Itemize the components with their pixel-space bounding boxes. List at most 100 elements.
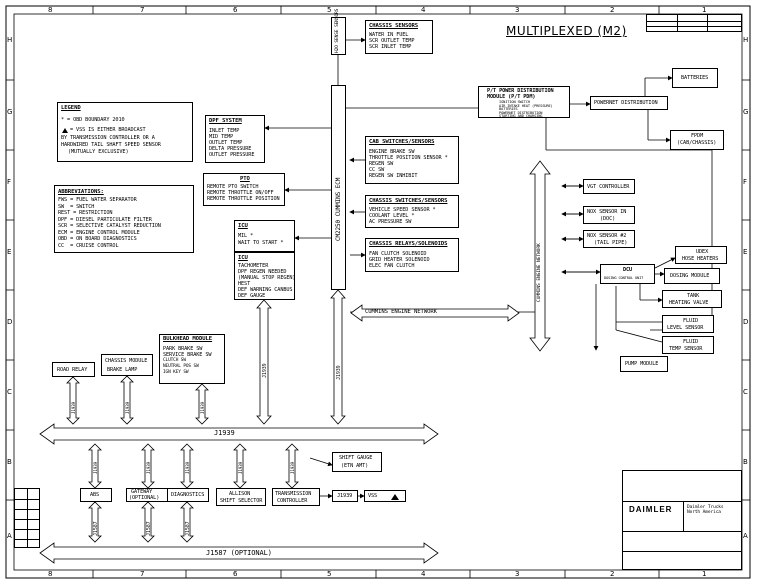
nox-in-label: NOX SENSOR IN	[587, 209, 627, 215]
chassis-sensors-heading: CHASSIS SENSORS	[369, 23, 419, 29]
tank-label: TANK	[687, 293, 700, 299]
pt-pdm-box: P/T POWER DISTRIBUTION MODULE (P/T PDM) …	[478, 86, 570, 118]
row-label: H	[7, 36, 13, 44]
transmission-label: TRANSMISSION	[275, 491, 312, 497]
col-label: 7	[140, 570, 145, 578]
cab-switch-item: CC SW	[369, 167, 385, 173]
fluid-level-box: FLUID LEVEL SENSOR	[662, 315, 714, 333]
pto-item: REMOTE PTO SWITCH	[207, 184, 259, 190]
abbreviation-item: SCR = SELECTIVE CATALYST REDUCTION	[58, 223, 161, 229]
col-label: 5	[327, 570, 332, 578]
abbreviation-item: FWS = FUEL WATER SEPARATOR	[58, 197, 137, 203]
cummins-network-bus	[529, 160, 551, 352]
icu-item: HEST	[238, 281, 251, 287]
notes-table	[14, 488, 40, 548]
legend-box: LEGEND * = OBD BOUNDARY 2010 = VSS IS EI…	[57, 102, 193, 162]
udex-label: UDEX	[696, 249, 709, 255]
row-label: F	[7, 178, 12, 186]
abbreviation-item: DPF = DIESEL PARTICULATE FILTER	[58, 216, 152, 223]
dpf-system-box: DPF SYSTEM INLET TEMP MID TEMP OUTLET TE…	[205, 115, 265, 163]
legend-line: HARDWIRED TAIL SHAFT SPEED SENSOR	[61, 142, 161, 148]
row-label: F	[743, 178, 748, 186]
bulkhead-item: SERVICE BRAKE SW	[163, 352, 212, 358]
col-label: 4	[421, 6, 426, 14]
chassis-relay-item: ELEC FAN CLUTCH	[369, 263, 415, 269]
chassis-relay-item: GRID HEATER SOLENOID	[369, 257, 430, 263]
legend-line: * = OBD BOUNDARY 2010	[61, 117, 125, 123]
j1587-tap-label: J1587	[146, 521, 152, 536]
j1939-tap-label: J1939	[93, 461, 98, 474]
gateway-label: (OPTIONAL)	[129, 495, 160, 501]
chassis-module-label: CHASSIS MODULE	[105, 358, 148, 364]
abbreviations-heading: ABBREVIATIONS:	[58, 189, 104, 195]
chassis-switch-item: COOLANT LEVEL *	[369, 213, 415, 219]
dpf-item: DELTA PRESSURE	[209, 146, 252, 152]
j1939-tap-label: J1939	[262, 363, 268, 378]
j1939-tap-label: J1939	[238, 461, 243, 474]
icu-item: TACHOMETER	[238, 263, 269, 269]
pt-pdm-item: STARTING AND CHARGING	[499, 114, 543, 118]
icu-item: (MANUAL STOP REGEN)	[238, 275, 296, 281]
cab-switch-item: REGEN SW INHIBIT	[369, 173, 418, 179]
pump-label: PUMP MODULE	[625, 361, 659, 367]
row-label: E	[7, 248, 12, 256]
row-label: D	[7, 318, 13, 326]
cab-switch-item: REGEN SW	[369, 161, 394, 167]
legend-line: BY TRANSMISSION CONTROLLER OR A	[61, 135, 155, 141]
fluid-level-label: FLUID	[683, 318, 699, 324]
diagnostics-box: DIAGNOSTICS	[167, 488, 209, 502]
fluid-temp-label: TEMP SENSOR	[669, 346, 703, 352]
col-label: 6	[233, 6, 238, 14]
col-label: 8	[48, 570, 53, 578]
cab-switches-box: CAB SWITCHES/SENSORS ENGINE BRAKE SW THR…	[365, 136, 459, 184]
row-label: B	[7, 458, 12, 466]
cab-switches-heading: CAB SWITCHES/SENSORS	[369, 139, 435, 145]
vss-link-box: J1939	[332, 490, 358, 502]
batteries-label: BATTERIES	[681, 75, 709, 81]
bulkhead-item: CLUTCH SW	[163, 358, 186, 363]
row-label: A	[7, 532, 12, 540]
chassis-switches-heading: CHASSIS SWITCHES/SENSORS	[369, 198, 448, 204]
dpf-item: MID TEMP	[209, 134, 234, 140]
fpdm-label: (CAB/CHASSIS)	[677, 140, 717, 146]
chassis-relay-item: FAN CLUTCH SOLENOID	[369, 251, 427, 257]
chassis-relays-heading: CHASSIS RELAYS/SOLENOIDS	[369, 241, 448, 247]
j1587-bus-label: J1587 (OPTIONAL)	[206, 549, 272, 557]
fluid-level-label: LEVEL SENSOR	[667, 325, 704, 331]
chassis-sensor-item: WATER IN FUEL	[369, 32, 409, 38]
abbreviation-item: SW = SWITCH	[58, 203, 95, 210]
icu-box: ICU MIL * WAIT TO START *	[234, 220, 295, 252]
company-name: Daimler Trucks North America	[687, 505, 724, 515]
shift-gauge-label: (ETN AMT)	[341, 463, 369, 469]
legend-line: = VSS IS EITHER BROADCAST	[70, 127, 146, 133]
chassis-sensor-item: SCR INLET TEMP	[369, 44, 412, 50]
bulkhead-box: BULKHEAD MODULE PARK BRAKE SW SERVICE BR…	[159, 334, 225, 384]
col-label: 1	[702, 570, 707, 578]
row-label: D	[743, 318, 749, 326]
col-label: 2	[610, 570, 615, 578]
row-label: G	[743, 108, 749, 116]
abs-label: ABS	[90, 492, 100, 498]
j1939-tap-label: J1939	[200, 401, 205, 414]
col-label: 5	[327, 6, 332, 14]
j1587-tap-label: J1587	[185, 521, 191, 536]
nox-in-label: (DOC)	[600, 216, 616, 222]
cab-switch-item: ENGINE BRAKE SW	[369, 149, 415, 155]
icu-item: MIL *	[238, 233, 254, 239]
udex-label: HOSE HEATERS	[682, 256, 719, 262]
revision-block	[646, 14, 742, 32]
pt-pdm-item: AIR INTAKE HEAT (PRESSURE)	[499, 103, 553, 108]
j1939-tap-label: J1939	[185, 461, 190, 474]
gateway-box: GATEWAY (OPTIONAL)	[126, 488, 168, 502]
fpdm-box: FPDM (CAB/CHASSIS)	[670, 130, 724, 150]
shift-gauge-box: SHIFT GAUGE (ETN AMT)	[332, 452, 382, 472]
pt-pdm-item: IGNITION SWITCH	[499, 100, 530, 104]
nox-out-box: NOX SENSOR #2 (TAIL PIPE)	[583, 230, 635, 248]
vgt-label: VGT CONTROLLER	[587, 184, 630, 190]
col-label: 6	[233, 570, 238, 578]
abbreviation-item: REST = RESTRICTION	[58, 210, 113, 216]
j1939-tap-label: J1939	[290, 461, 295, 474]
cab-switch-item: THROTTLE POSITION SENSOR *	[369, 155, 448, 161]
road-relay-label: ROAD RELAY	[57, 367, 88, 373]
vgt-box: VGT CONTROLLER	[583, 179, 635, 194]
